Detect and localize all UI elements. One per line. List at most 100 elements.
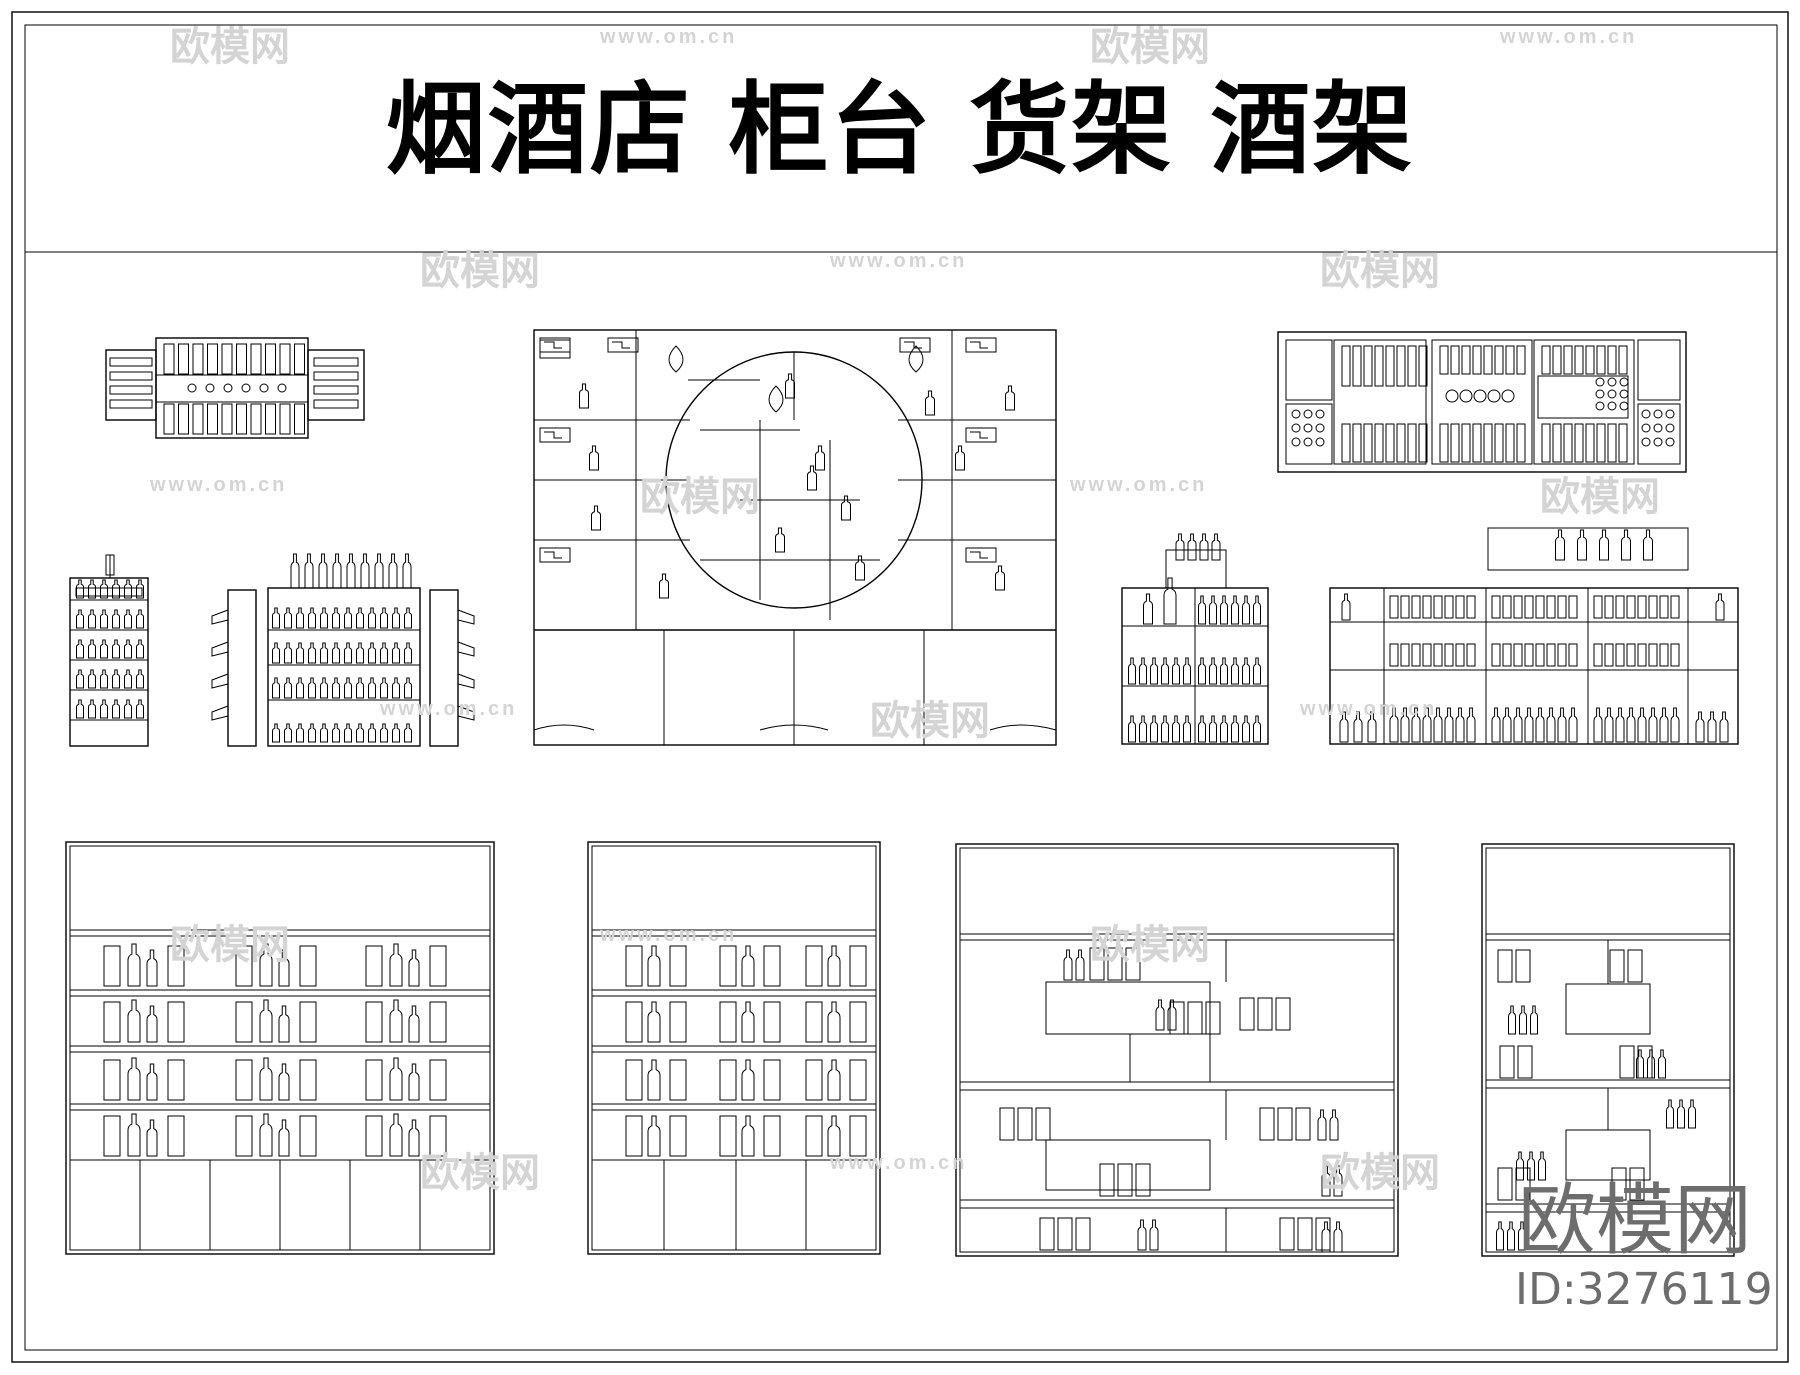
bottle-icon: [1209, 715, 1217, 743]
wine-box: [365, 1115, 383, 1157]
bottle-icon: [88, 669, 96, 689]
bottle-icon: [1253, 715, 1261, 743]
bottle-icon: [1513, 707, 1523, 743]
bottle-icon: [1659, 707, 1669, 743]
wine-box: [1187, 1001, 1203, 1035]
cabinet-elevation-2: [587, 841, 881, 1255]
wine-box: [1125, 947, 1141, 981]
wine-box: [299, 1059, 317, 1101]
bottle-icon: [1422, 707, 1432, 743]
panel: [1129, 1033, 1211, 1083]
fretwork: [899, 337, 931, 353]
bottle-icon: [1505, 423, 1515, 463]
outer-frame: [11, 11, 1789, 1363]
wine-box: [235, 1115, 253, 1157]
bottle-icon: [100, 579, 108, 599]
bottle-icon: [294, 403, 305, 435]
bottle-icon: [775, 527, 785, 553]
bottle-icon: [320, 642, 328, 664]
watermark-logo: 欧模网: [170, 923, 290, 967]
bottle-icon: [1516, 423, 1526, 463]
wine-box: [1075, 1217, 1091, 1251]
wine-box: [1648, 643, 1658, 667]
bottle-icon: [136, 609, 144, 629]
wine-box: [1400, 643, 1410, 667]
bottle-icon: [1253, 595, 1261, 625]
wine-box: [763, 1059, 781, 1101]
wine-box: [999, 1107, 1015, 1141]
wine-box: [167, 945, 185, 987]
bottle-icon: [1527, 1151, 1535, 1181]
wine-box: [719, 1059, 737, 1101]
bottle-icon: [221, 403, 233, 435]
bottle-icon: [1139, 715, 1147, 743]
bottle-icon: [1231, 657, 1239, 685]
bottle-icon: [1231, 715, 1239, 743]
bottle-icon: [124, 669, 132, 689]
wine-box: [1389, 595, 1399, 619]
bottle-icon: [392, 607, 400, 629]
watermark-url: www.om.cn: [830, 1152, 968, 1174]
wine-box: [719, 1001, 737, 1043]
wine-box: [1637, 1045, 1653, 1079]
panel: [1565, 1129, 1651, 1181]
model-id: ID:3276119: [1515, 1264, 1773, 1315]
bottle-icon: [344, 723, 352, 743]
bottle-icon: [313, 399, 359, 409]
wine-box: [1422, 595, 1432, 619]
wine-box: [1604, 643, 1614, 667]
bottle-cap-icon: [1641, 437, 1651, 447]
bottle-icon: [136, 639, 144, 659]
bottle-icon: [1524, 707, 1534, 743]
bottle-icon: [1648, 707, 1658, 743]
bottle-cap-icon: [1653, 409, 1663, 419]
wine-box: [299, 1115, 317, 1157]
bottle-icon: [127, 1113, 141, 1157]
panel: [959, 1081, 1395, 1091]
bottle-icon: [1163, 577, 1177, 625]
bottle-icon: [1374, 345, 1384, 387]
wine-box: [235, 1059, 253, 1101]
fretwork: [539, 547, 571, 563]
wine-box: [299, 1001, 317, 1043]
bottle-icon: [1063, 949, 1073, 981]
bottle-icon: [1508, 1005, 1516, 1035]
bottle-icon: [1407, 345, 1417, 387]
bottle-icon: [380, 642, 388, 664]
bottle-icon: [1353, 711, 1363, 743]
wine-box: [1626, 595, 1636, 619]
inner-frame: [24, 24, 1778, 1351]
wine-box: [763, 945, 781, 987]
bottle-icon: [332, 553, 342, 589]
bottle-icon: [127, 943, 141, 987]
wine-box: [849, 1001, 867, 1043]
bottle-icon: [278, 949, 290, 987]
bottle-icon: [1677, 1099, 1685, 1129]
wine-box: [1637, 595, 1647, 619]
bottle-icon: [112, 669, 120, 689]
watermark-url: www.om.cn: [1500, 26, 1638, 48]
bottle-icon: [1444, 707, 1454, 743]
bottle-icon: [1352, 345, 1362, 387]
bottle-icon: [1666, 1099, 1674, 1129]
bottle-icon: [265, 343, 276, 375]
bottle-icon: [279, 343, 291, 375]
bottle-icon: [127, 1057, 141, 1101]
bottle-cap-icon: [205, 383, 215, 393]
bottle-icon: [136, 579, 144, 599]
wine-box: [669, 1001, 687, 1043]
bottle-icon: [221, 343, 233, 375]
panel: [1045, 981, 1211, 1035]
bottle-icon: [1137, 1219, 1147, 1251]
panel: [1565, 983, 1651, 1035]
wine-box: [625, 1115, 643, 1157]
cabinet-elevation-3: [955, 843, 1399, 1257]
watermark-url: www.om.cn: [830, 250, 968, 272]
wine-box: [103, 1115, 121, 1157]
bottle-icon: [1167, 999, 1177, 1031]
fretwork: [965, 427, 997, 443]
bottle-icon: [815, 445, 825, 471]
wine-box: [1433, 595, 1443, 619]
wine-box: [1535, 595, 1545, 619]
bottle-icon: [1175, 533, 1185, 561]
